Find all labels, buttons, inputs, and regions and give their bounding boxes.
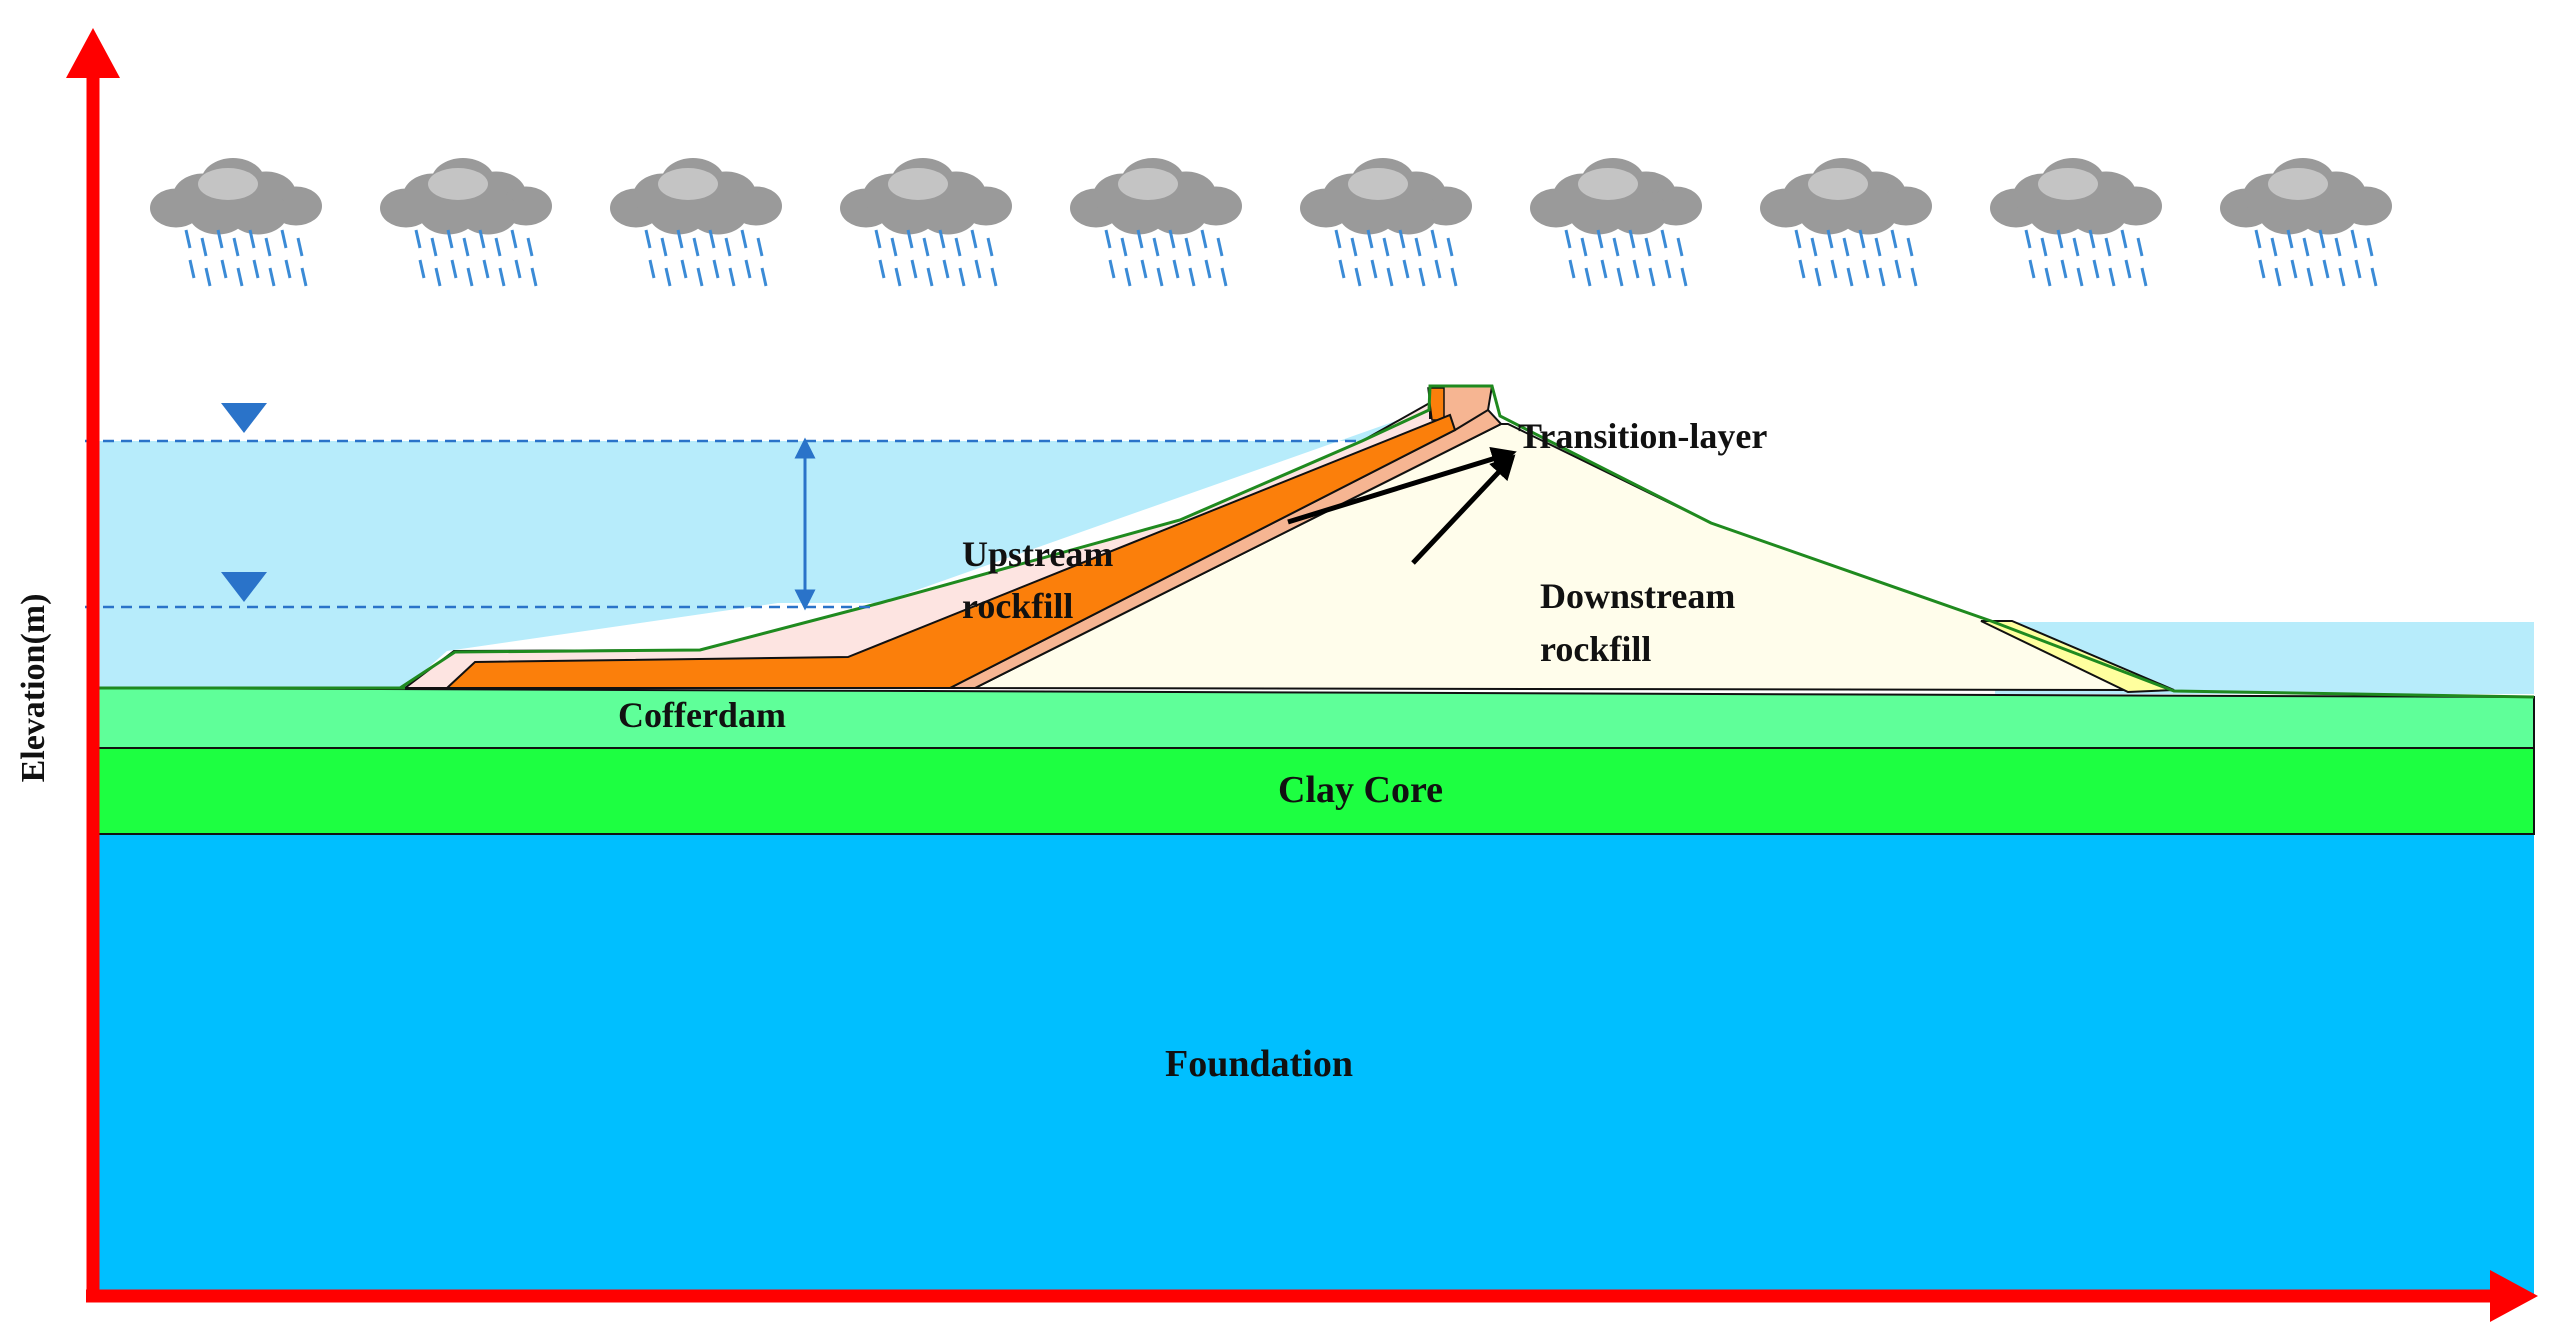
upstream-rockfill-label-line1: Upstream	[962, 534, 1113, 574]
downstream-rockfill-label-line1: Downstream	[1540, 576, 1735, 616]
rain-cloud-group	[150, 158, 2392, 287]
rain-cloud-icon	[150, 158, 322, 287]
y-axis-label: Elevation(m)	[15, 594, 52, 783]
upstream-rockfill-label-line2: rockfill	[962, 586, 1073, 626]
cofferdam-layer	[97, 686, 2535, 749]
transition-pointer-arrow-2	[1411, 454, 1516, 565]
transition-layer-label: Transition-layer	[1518, 416, 1767, 456]
rain-cloud-icon	[840, 158, 1012, 287]
rain-cloud-icon	[2220, 158, 2392, 287]
foundation-label: Foundation	[1165, 1043, 1353, 1085]
cofferdam-label: Cofferdam	[618, 695, 786, 735]
upstream-water	[98, 400, 1455, 688]
rain-cloud-icon	[1530, 158, 1702, 287]
high-water-level-marker	[221, 403, 267, 433]
downstream-rockfill-label-line2: rockfill	[1540, 629, 1651, 669]
transition-pointer-arrow-1	[1287, 446, 1517, 525]
dam-surface-outline	[399, 384, 2535, 699]
y-axis-arrowhead	[66, 28, 120, 78]
rain-cloud-icon	[610, 158, 782, 287]
upstream-rockfill-zone	[444, 413, 1457, 689]
rain-cloud-icon	[1300, 158, 1472, 287]
foundation-layer	[98, 834, 2534, 1296]
clay-core-label: Clay Core	[1278, 769, 1443, 811]
rain-cloud-icon	[1760, 158, 1932, 287]
rain-cloud-icon	[1070, 158, 1242, 287]
x-axis-arrowhead	[2490, 1270, 2538, 1322]
low-water-level-marker	[221, 572, 267, 602]
rain-cloud-icon	[1990, 158, 2162, 287]
clay-core-layer	[97, 747, 2535, 835]
rain-cloud-icon	[380, 158, 552, 287]
